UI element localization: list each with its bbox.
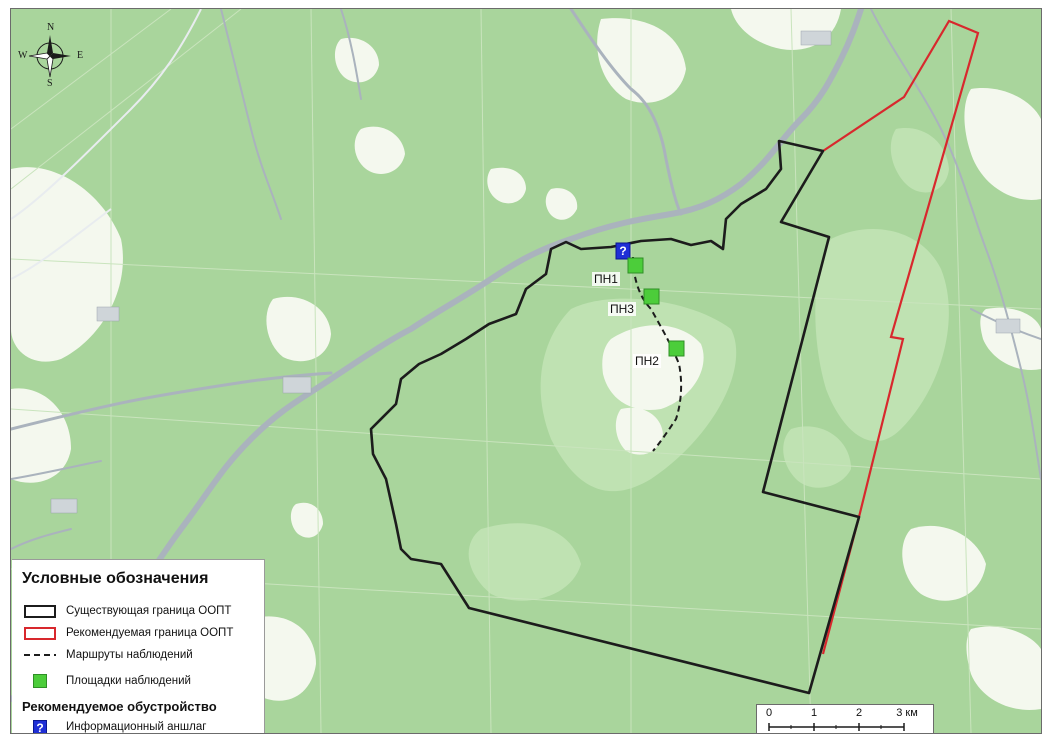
compass-north: N [47, 22, 55, 33]
compass-rose: N S W E [18, 23, 83, 89]
legend-title: Условные обозначения [22, 570, 209, 587]
compass-icon [28, 35, 71, 78]
scale-bar-graphic [768, 723, 905, 731]
scale-tick-label: 2 [855, 707, 863, 719]
recommended-boundary [821, 19, 980, 655]
scale-tick-label: 3 км [896, 707, 918, 719]
legend-item-existing-boundary: Существующая граница ООПТ [24, 602, 231, 620]
info-sign-glyph: ? [619, 244, 626, 258]
existing-boundary [369, 139, 861, 695]
scale-tick-label: 1 [810, 707, 818, 719]
map-frame[interactable]: ? N S W E ПН1 ПН3 ПН2 Условные обозначен… [10, 8, 1042, 734]
legend-item-label: Существующая граница ООПТ [66, 605, 232, 617]
river [11, 9, 1041, 702]
legend-item-label: Информационный аншлаг [66, 721, 207, 733]
info-sign-icon: ? [33, 719, 47, 733]
compass-south: S [47, 78, 53, 89]
existing-boundary-swatch [24, 604, 56, 618]
observation-route-swatch [24, 649, 56, 662]
legend-item-label: Площадки наблюдений [66, 675, 191, 687]
settlements [50, 30, 1021, 514]
site-label-pn3: ПН3 [608, 302, 636, 316]
legend-item-observation-route: Маршруты наблюдений [24, 646, 193, 664]
observation-route [632, 256, 683, 452]
observation-site-pn1[interactable] [627, 257, 644, 274]
legend-item-label: Маршруты наблюдений [66, 649, 193, 661]
roads [11, 9, 202, 280]
site-label-pn1: ПН1 [592, 272, 620, 286]
observation-site-pn3[interactable] [643, 288, 660, 305]
recommended-boundary-swatch [24, 626, 56, 640]
legend: Условные обозначения Существующая границ… [12, 559, 265, 733]
legend-item-label: Рекомендуемая граница ООПТ [66, 627, 234, 639]
observation-site-pn2[interactable] [668, 340, 685, 357]
legend-item-info-sign: ? Информационный аншлаг [24, 718, 207, 733]
scale-bar: 0 1 2 3 км [756, 704, 934, 733]
compass-west: W [18, 50, 28, 61]
site-label-pn2: ПН2 [633, 354, 661, 368]
observation-site-swatch [33, 674, 47, 688]
legend-item-observation-sites: Площадки наблюдений [24, 672, 191, 690]
legend-subtitle: Рекомендуемое обустройство [22, 699, 217, 714]
info-sign[interactable]: ? [615, 242, 631, 260]
scale-tick-label: 0 [765, 707, 773, 719]
legend-item-recommended-boundary: Рекомендуемая граница ООПТ [24, 624, 233, 642]
compass-east: E [77, 50, 84, 61]
